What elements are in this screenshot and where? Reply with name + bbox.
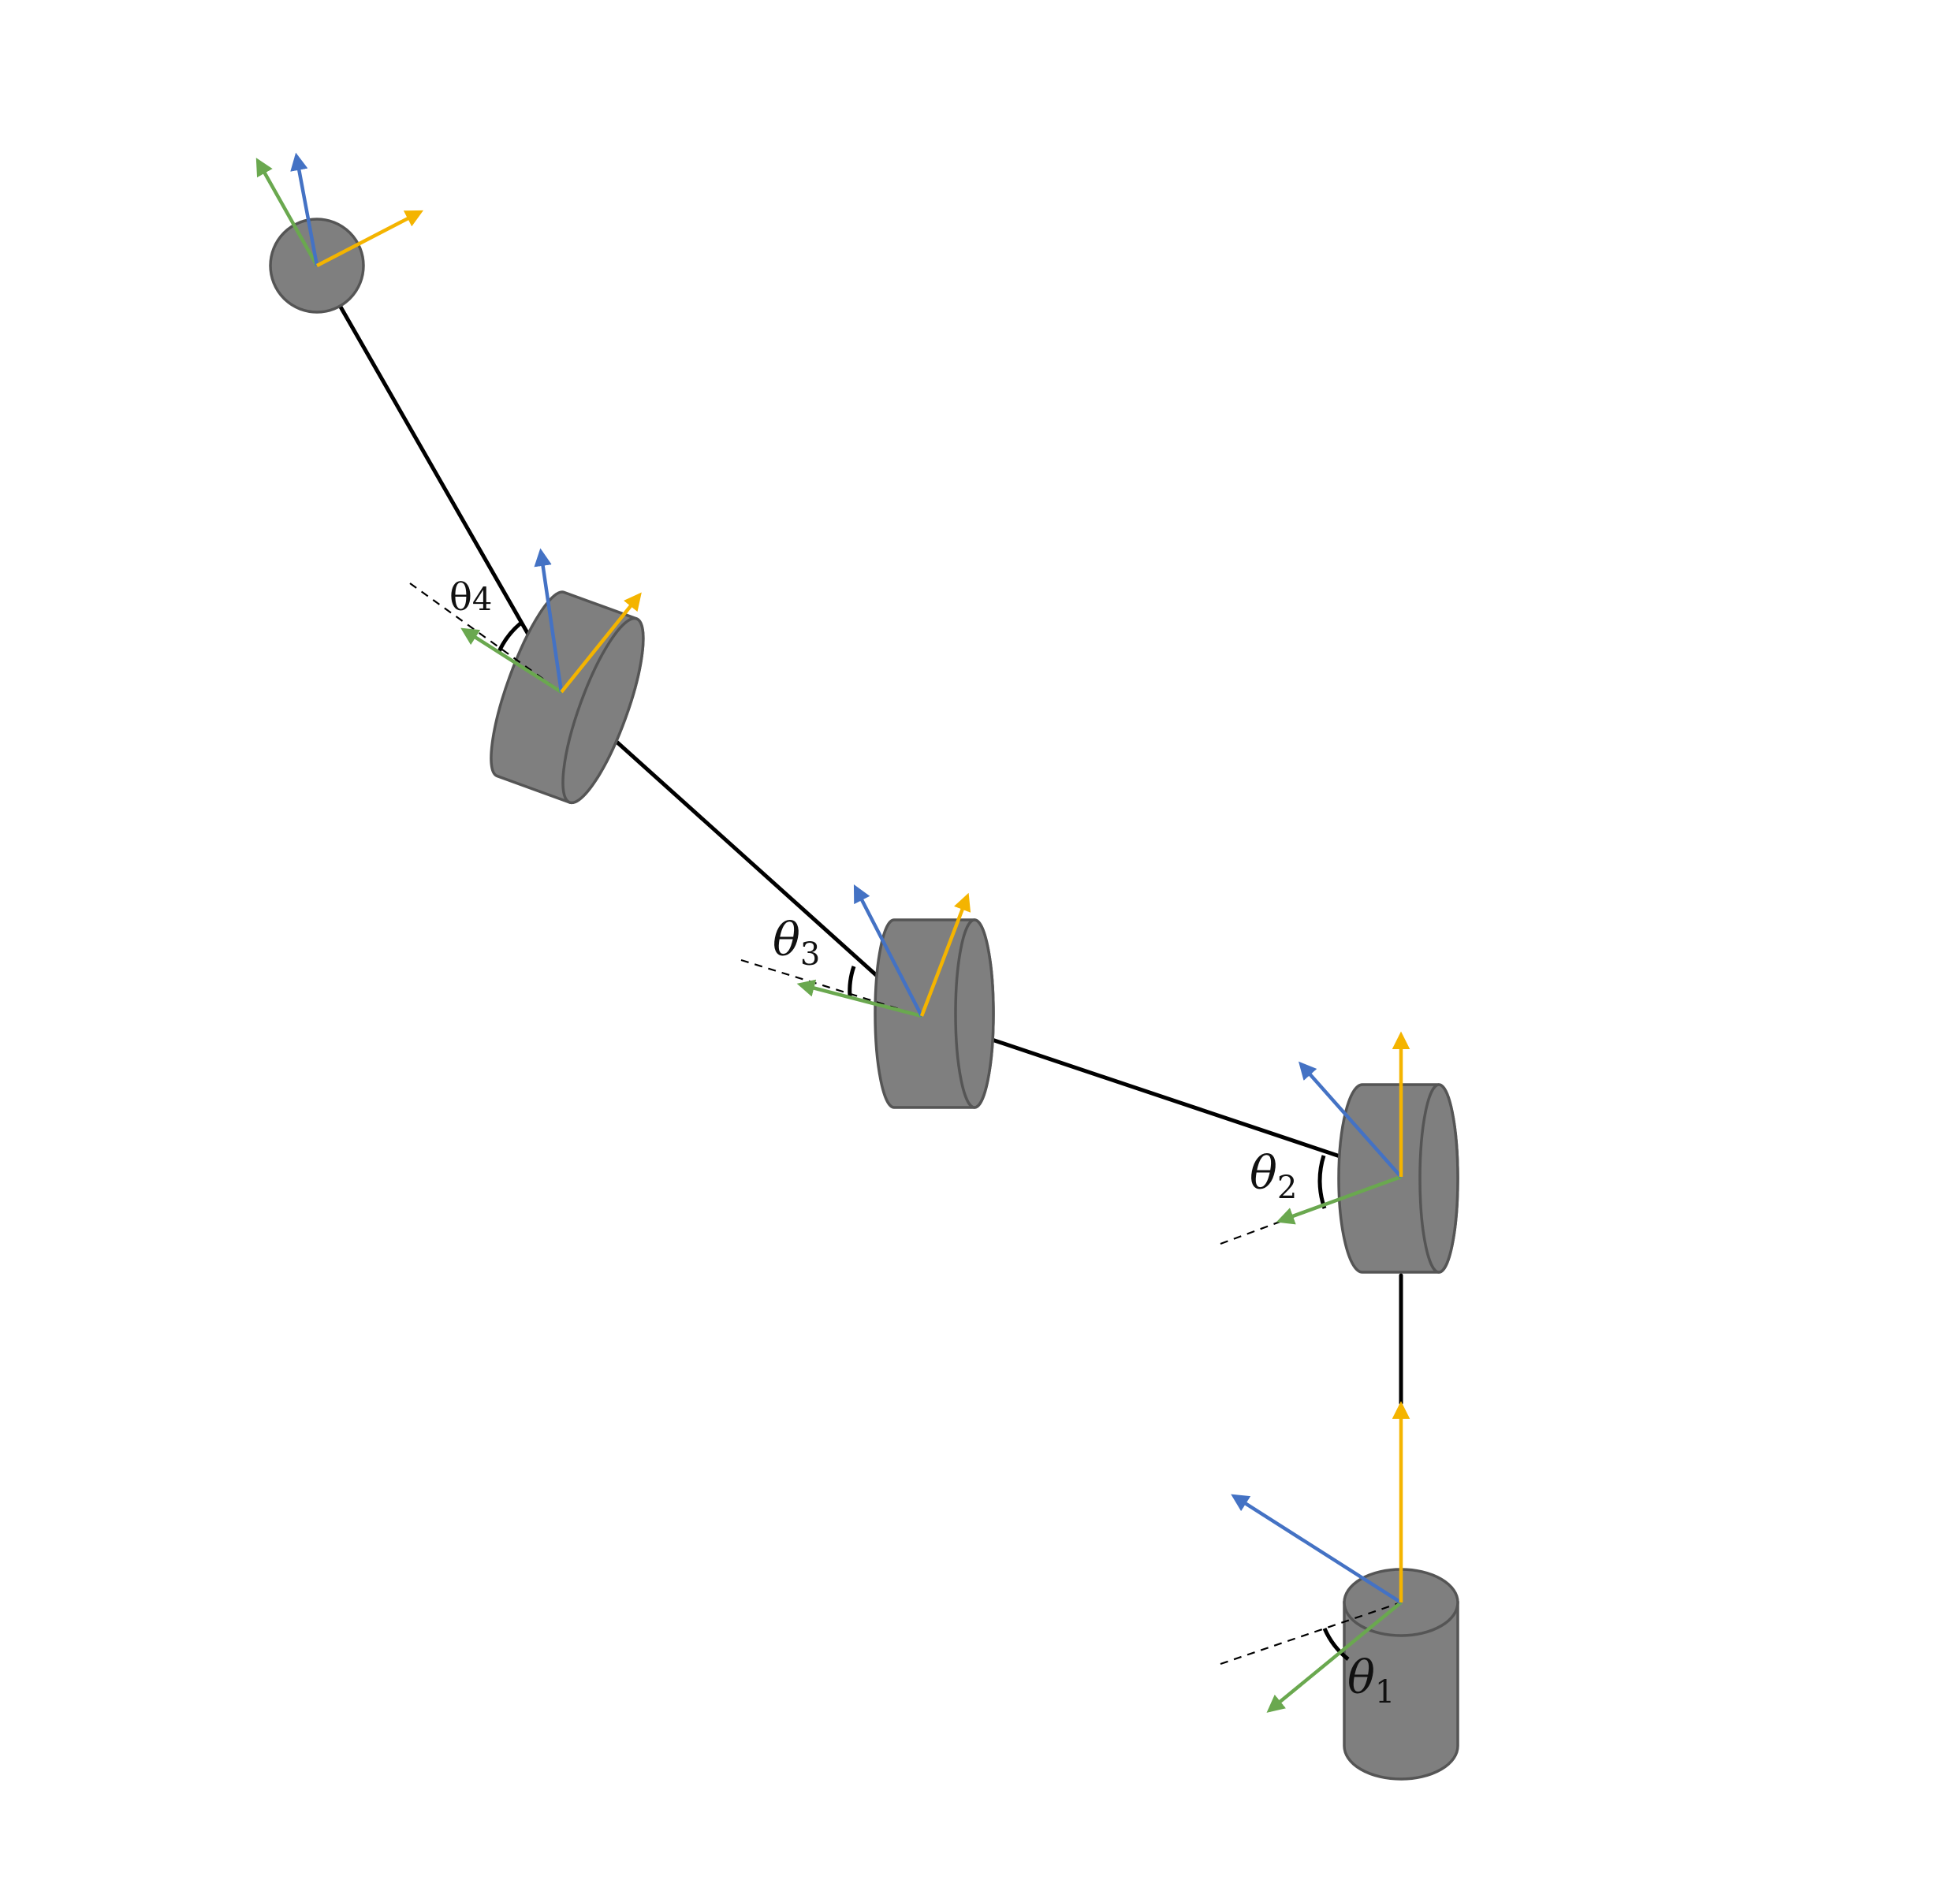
frame-base-y-axis — [1231, 1494, 1403, 1604]
joint-4-face — [561, 616, 645, 805]
angle-symbol-1: θ — [1347, 1651, 1375, 1704]
frame-end-effector-x-axis — [255, 158, 319, 267]
angle-label-theta-2: θ2 — [1250, 1146, 1297, 1206]
angle-label-theta-4: θ4 — [449, 575, 492, 620]
link-end-effector-to-joint-4 — [315, 263, 564, 694]
link-joint-3-to-joint-2 — [919, 1014, 1403, 1179]
angle-subscript-2: 2 — [1277, 1170, 1297, 1206]
joint-3-face — [954, 918, 995, 1109]
frame-end-effector-z-axis — [315, 210, 423, 267]
reference-line-4 — [409, 583, 562, 693]
angle-label-theta-3: θ3 — [773, 913, 820, 973]
angle-symbol-3: θ — [773, 913, 800, 966]
angle-subscript-3: 3 — [800, 936, 820, 973]
joint-3 — [874, 918, 995, 1109]
frame-base — [1231, 1401, 1410, 1713]
frame-joint-3-z-axis — [919, 892, 971, 1017]
joint-4 — [490, 590, 645, 805]
frame-joint-3 — [796, 884, 971, 1018]
links — [315, 263, 1403, 1405]
frame-base-x-axis — [1266, 1601, 1403, 1713]
reference-line-1 — [1220, 1601, 1402, 1666]
frame-joint-4 — [460, 548, 642, 694]
angle-subscript-1: 1 — [1375, 1674, 1395, 1710]
angle-symbol-2: θ — [1250, 1146, 1277, 1200]
angle-arc-4 — [496, 622, 522, 655]
joint-2-face — [1418, 1083, 1459, 1274]
angle-arcs — [496, 622, 1350, 1661]
angle-symbol-4: θ — [449, 575, 472, 620]
angle-labels: θ1 θ2 θ3 θ4 — [449, 575, 1395, 1710]
frame-end-effector — [255, 152, 423, 267]
frame-joint-3-x-axis — [796, 979, 922, 1018]
frame-joint-2-y-axis — [1299, 1061, 1403, 1178]
frame-joint-2 — [1276, 1031, 1410, 1225]
angle-label-theta-1: θ1 — [1347, 1651, 1395, 1710]
angle-arc-1 — [1322, 1627, 1350, 1661]
frame-joint-4-z-axis — [560, 592, 642, 694]
frame-joint-4-y-axis — [534, 548, 564, 693]
frame-joint-4-x-axis — [460, 627, 563, 694]
angle-subscript-4: 4 — [472, 582, 492, 618]
angle-arc-3 — [848, 966, 856, 997]
frame-end-effector-y-axis — [290, 152, 319, 266]
frame-joint-3-y-axis — [853, 884, 924, 1018]
base-joint-body — [1343, 1601, 1459, 1781]
frame-joint-2-x-axis — [1276, 1174, 1402, 1225]
link-joint-4-to-joint-3 — [559, 690, 924, 1018]
angle-arc-2 — [1317, 1155, 1327, 1209]
